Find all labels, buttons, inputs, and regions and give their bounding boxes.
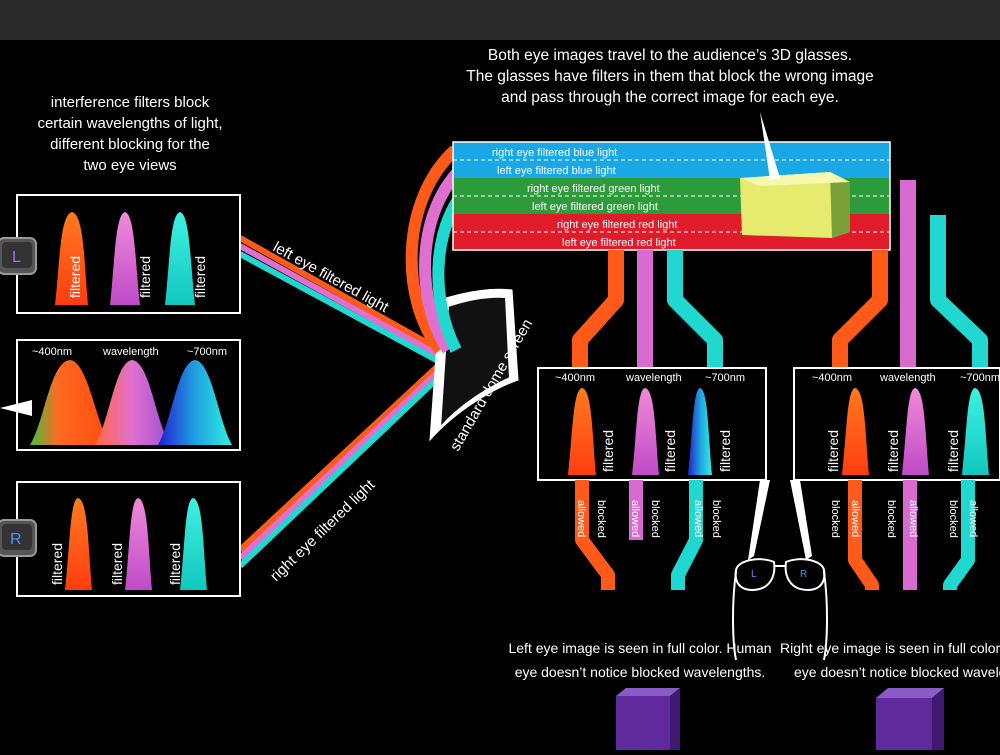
3d-glasses	[732, 480, 828, 661]
left-caption-line-4: two eye views	[83, 157, 177, 174]
lp-blocked-3: blocked	[710, 500, 722, 538]
band-label-4: right eye filtered red light	[557, 219, 677, 231]
spectrum-panel	[0, 339, 241, 451]
diagram-canvas: left eye filtered light right eye filter…	[0, 40, 1000, 750]
spectrum-high: ~700nm	[187, 346, 227, 358]
glasses-left-lens: L	[751, 569, 757, 580]
right-eye-output-pipes	[848, 480, 975, 592]
caption-pointer	[760, 112, 780, 180]
rp-spectrum-mid: wavelength	[879, 372, 936, 384]
lp-filtered-3: filtered	[717, 430, 733, 472]
band-label-1: left eye filtered blue light	[497, 165, 616, 177]
glasses-right-lens: R	[800, 569, 807, 580]
lp-spectrum-mid: wavelength	[625, 372, 682, 384]
left-caption: interference filters block certain wavel…	[20, 92, 240, 176]
band-label-5: left eye filtered red light	[562, 237, 676, 249]
right-result-line-1: Right eye image is seen in full color. H	[780, 640, 1000, 656]
left-eye-output-pipes	[575, 480, 703, 590]
left-eye-filter-panel	[16, 194, 241, 314]
lp-filtered-1: filtered	[600, 430, 616, 472]
rp-allowed-1: allowed	[849, 500, 861, 537]
left-panel-feed	[572, 250, 723, 370]
left-eye-key	[0, 237, 37, 275]
right-eye-image-cube	[876, 688, 944, 750]
right-panel-filtered-2: filtered	[109, 543, 125, 585]
lp-blocked-1: blocked	[595, 500, 607, 538]
right-panel-feed	[832, 180, 988, 370]
left-caption-line-1: interference filters block	[50, 94, 210, 111]
rp-spectrum-high: ~700nm	[960, 372, 1000, 384]
left-panel-filtered-3: filtered	[192, 256, 208, 298]
rp-filtered-3: filtered	[945, 430, 961, 472]
left-result-line-2: eye doesn’t notice blocked wavelengths.	[514, 664, 766, 680]
left-eye-result-panel	[537, 367, 767, 481]
rp-filtered-2: filtered	[885, 430, 901, 472]
left-result-line-1: Left eye image is seen in full color. Hu…	[508, 640, 772, 656]
lp-blocked-2: blocked	[649, 500, 661, 538]
right-eye-beam	[237, 361, 443, 569]
right-eye-result-panel	[793, 367, 1000, 481]
band-label-3: left eye filtered green light	[532, 201, 658, 213]
left-panel-filtered-2: filtered	[137, 256, 153, 298]
band-label-0: right eye filtered blue light	[492, 147, 617, 159]
filtered-band-bundle	[452, 141, 891, 251]
top-caption-line-3: and pass through the correct image for e…	[501, 89, 839, 106]
rp-spectrum-low: ~400nm	[812, 372, 852, 384]
left-caption-line-2: certain wavelengths of light,	[37, 115, 223, 132]
right-eye-beam-label: right eye filtered light	[267, 476, 379, 585]
glasses-filter-cube	[740, 172, 850, 238]
lp-spectrum-low: ~400nm	[555, 372, 595, 384]
lp-allowed-2: allowed	[629, 500, 641, 537]
lp-filtered-2: filtered	[662, 430, 678, 472]
left-eye-image-cube	[616, 688, 680, 750]
diagram-svg: left eye filtered light right eye filter…	[0, 112, 1000, 750]
rp-allowed-3: allowed	[967, 500, 979, 537]
right-eye-filter-panel	[16, 481, 241, 597]
right-result-line-2: eye doesn’t notice blocked wavelen	[794, 664, 1000, 680]
rp-allowed-2: allowed	[907, 500, 919, 537]
lp-allowed-3: allowed	[692, 500, 704, 537]
top-caption-line-1: Both eye images travel to the audience’s…	[487, 47, 853, 64]
rp-blocked-3: blocked	[947, 500, 959, 538]
top-caption-line-2: The glasses have filters in them that bl…	[466, 68, 874, 85]
spectrum-low: ~400nm	[32, 346, 72, 358]
lp-allowed-1: allowed	[575, 500, 587, 537]
right-result-caption: Right eye image is seen in full color. H…	[780, 636, 1000, 684]
left-eye-beam	[238, 235, 442, 365]
band-label-2: right eye filtered green light	[527, 183, 660, 195]
lp-spectrum-high: ~700nm	[705, 372, 745, 384]
window-titlebar	[0, 0, 1000, 40]
top-caption: Both eye images travel to the audience’s…	[440, 45, 900, 108]
right-eye-key	[0, 519, 37, 557]
left-caption-line-3: different blocking for the	[50, 136, 210, 153]
left-panel-filtered-1: filtered	[67, 256, 83, 298]
right-panel-filtered-1: filtered	[49, 543, 65, 585]
left-result-caption: Left eye image is seen in full color. Hu…	[505, 636, 775, 684]
rp-blocked-1: blocked	[829, 500, 841, 538]
rp-filtered-1: filtered	[825, 430, 841, 472]
rp-blocked-2: blocked	[885, 500, 897, 538]
right-eye-key-label: R	[10, 531, 22, 548]
right-panel-filtered-3: filtered	[167, 543, 183, 585]
spectrum-mid: wavelength	[102, 346, 159, 358]
left-eye-key-label: L	[12, 249, 21, 266]
